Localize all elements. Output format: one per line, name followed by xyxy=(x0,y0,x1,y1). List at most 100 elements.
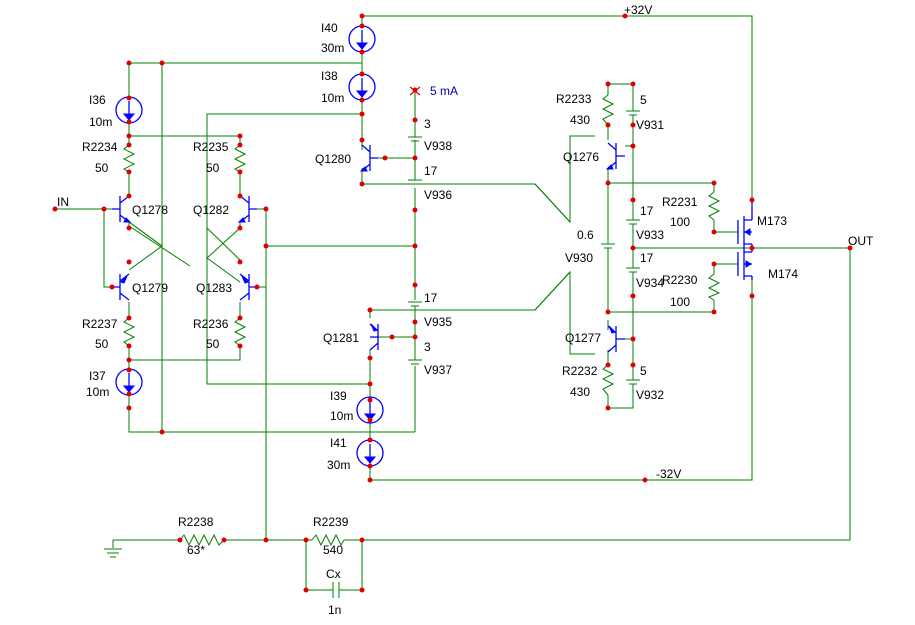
V930-value: 0.6 xyxy=(577,228,594,242)
I39-value: 10m xyxy=(330,409,353,423)
I38-value: 10m xyxy=(321,91,344,105)
R2232-value: 430 xyxy=(570,385,590,399)
pnp-transistor-Q1281 xyxy=(369,323,379,351)
R2230-name: R2230 xyxy=(662,273,698,287)
nmos-transistor-M173 xyxy=(737,200,753,248)
current-source-I41 xyxy=(356,439,384,467)
resistor-R2233 xyxy=(601,94,615,126)
V933-value: 17 xyxy=(640,204,654,218)
I36-name: I36 xyxy=(89,93,106,107)
voltage-source-V932 xyxy=(626,370,640,388)
labels: +32V -32V IN OUT 5 mA I40 30m I38 10m I3… xyxy=(57,3,874,617)
pnp-transistor-Q1277 xyxy=(607,325,625,353)
I40-name: I40 xyxy=(321,21,338,35)
current-source-I38 xyxy=(348,73,376,101)
resistor-R2235 xyxy=(233,144,247,173)
Q1280-label: Q1280 xyxy=(315,152,351,166)
R2235-value: 50 xyxy=(206,161,220,175)
I41-name: I41 xyxy=(330,436,347,450)
V938-name: V938 xyxy=(424,139,452,153)
Q1277-label: Q1277 xyxy=(565,331,601,345)
I36-value: 10m xyxy=(89,115,112,129)
voltage-source-V938 xyxy=(408,120,422,158)
npn-transistor-Q1280 xyxy=(359,144,378,172)
V937-name: V937 xyxy=(424,363,452,377)
R2238-name: R2238 xyxy=(178,515,214,529)
resistor-R2232 xyxy=(601,364,615,396)
I37-value: 10m xyxy=(86,385,109,399)
V932-value: 5 xyxy=(640,364,647,378)
V930-name: V930 xyxy=(565,251,593,265)
V936-value: 17 xyxy=(424,164,438,178)
current-source-I37 xyxy=(115,368,143,396)
npn-transistor-Q1282 xyxy=(237,195,257,223)
V934-value: 17 xyxy=(640,251,654,265)
current-source-I40 xyxy=(348,25,376,53)
pos-rail-label: +32V xyxy=(624,3,652,17)
pnp-transistor-Q1279 xyxy=(112,273,130,301)
voltage-source-V934 xyxy=(626,252,640,276)
V938-value: 3 xyxy=(424,117,431,131)
V935-name: V935 xyxy=(424,315,452,329)
current-source-I36 xyxy=(115,96,143,124)
input-label: IN xyxy=(57,195,69,209)
R2235-name: R2235 xyxy=(193,140,229,154)
V935-value: 17 xyxy=(424,291,438,305)
M174-label: M174 xyxy=(768,267,798,281)
I37-name: I37 xyxy=(89,369,106,383)
npn-transistor-Q1276 xyxy=(605,142,625,170)
resistor-R2230 xyxy=(707,273,721,301)
voltage-source-V933 xyxy=(626,200,640,225)
M173-label: M173 xyxy=(757,214,787,228)
I38-name: I38 xyxy=(321,69,338,83)
R2233-value: 430 xyxy=(570,113,590,127)
voltage-source-V936 xyxy=(408,179,422,185)
I40-value: 30m xyxy=(321,41,344,55)
resistor-R2239 xyxy=(311,533,345,547)
resistor-R2236 xyxy=(233,317,247,347)
R2239-name: R2239 xyxy=(313,515,349,529)
V934-name: V934 xyxy=(636,276,664,290)
I41-value: 30m xyxy=(327,458,350,472)
npn-transistor-Q1278 xyxy=(112,195,132,223)
voltage-source-V937 xyxy=(408,359,422,365)
resistor-R2231 xyxy=(707,191,721,221)
current-source-I39 xyxy=(356,396,384,424)
R2237-value: 50 xyxy=(95,337,109,351)
Cx-name: Cx xyxy=(326,567,341,581)
R2237-name: R2237 xyxy=(82,317,118,331)
wires xyxy=(55,15,851,591)
R2239-value: 540 xyxy=(323,543,343,557)
Q1281-label: Q1281 xyxy=(323,331,359,345)
voltage-source-V930 xyxy=(601,230,615,250)
resistor-R2237 xyxy=(122,317,136,347)
I39-name: I39 xyxy=(330,389,347,403)
Q1283-label: Q1283 xyxy=(196,281,232,295)
Q1276-label: Q1276 xyxy=(563,150,599,164)
neg-rail-label: -32V xyxy=(656,467,681,481)
V937-value: 3 xyxy=(424,340,431,354)
resistor-R2238 xyxy=(179,533,225,547)
V932-name: V932 xyxy=(636,388,664,402)
R2236-name: R2236 xyxy=(193,317,229,331)
capacitor-Cx xyxy=(328,582,344,598)
voltage-source-V935 xyxy=(408,301,422,307)
resistor-R2234 xyxy=(122,144,136,173)
Cx-value: 1n xyxy=(328,603,341,617)
R2238-value: 63* xyxy=(187,543,205,557)
Q1282-label: Q1282 xyxy=(193,203,229,217)
V931-name: V931 xyxy=(636,118,664,132)
junction-dots xyxy=(52,13,853,593)
voltage-source-V931 xyxy=(626,92,640,116)
R2230-value: 100 xyxy=(670,295,690,309)
R2231-name: R2231 xyxy=(662,195,698,209)
R2236-value: 50 xyxy=(206,337,220,351)
output-label: OUT xyxy=(848,234,874,248)
R2231-value: 100 xyxy=(670,215,690,229)
pnp-transistor-Q1283 xyxy=(239,273,257,301)
R2232-name: R2232 xyxy=(562,364,598,378)
V931-value: 5 xyxy=(640,93,647,107)
current-annotation: 5 mA xyxy=(430,84,458,98)
ground-symbol xyxy=(104,548,122,558)
